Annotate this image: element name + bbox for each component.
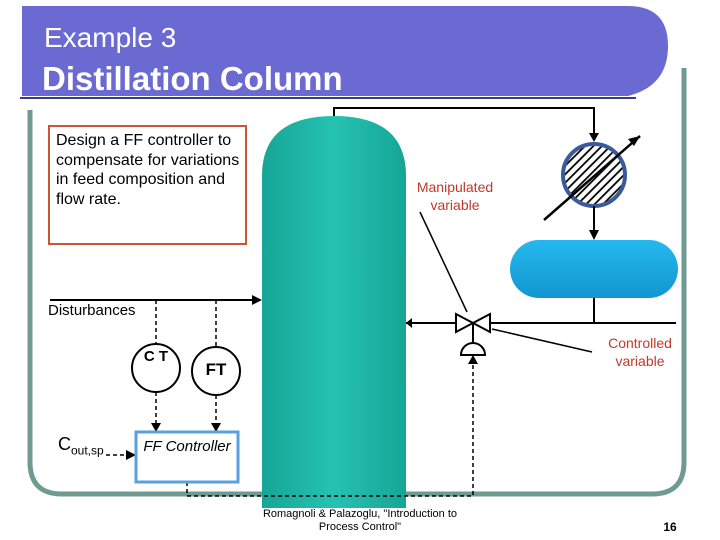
problem-statement-box: [48, 125, 247, 245]
arrow-head: [126, 450, 136, 460]
arrow-head: [406, 318, 412, 328]
arrow-head: [151, 423, 161, 432]
reflux-line: [490, 298, 595, 324]
title-main: Distillation Column: [42, 60, 343, 97]
control-valve-icon: [455, 312, 491, 356]
arrow-head: [589, 230, 599, 240]
citation: Romagnoli & Palazoglu, "Introduction to …: [262, 508, 458, 533]
condenser-icon: [543, 135, 641, 221]
ff-controller-box: [134, 430, 240, 484]
setpoint-symbol: C: [58, 434, 71, 454]
title-example: Example 3: [44, 22, 177, 53]
controlled-variable-label: Controlled variable: [608, 335, 672, 369]
ff-controller-label: FF Controller: [143, 438, 231, 455]
header-bar: [22, 6, 668, 96]
arrow-head: [468, 355, 478, 364]
manipulated-arrow: [419, 211, 468, 313]
setpoint-label: Cout,sp: [58, 434, 104, 458]
ct-label: C T: [143, 348, 169, 365]
controlled-arrow: [491, 328, 593, 353]
ff-output-signal: [186, 360, 474, 497]
arrow-head: [589, 133, 599, 142]
setpoint-subscript: out,sp: [71, 443, 104, 458]
problem-statement: Design a FF controller to compensate for…: [56, 132, 240, 208]
ft-label: FT: [205, 360, 227, 379]
reflux-drum: [510, 240, 678, 298]
distillation-column: [262, 116, 406, 508]
overhead-line: [333, 107, 595, 137]
disturbances-label: Disturbances: [48, 302, 136, 319]
page-number: 16: [663, 520, 677, 534]
arrow-head: [252, 295, 262, 305]
arrow-head: [211, 423, 221, 432]
manipulated-variable-label: Manipulated variable: [416, 179, 494, 213]
